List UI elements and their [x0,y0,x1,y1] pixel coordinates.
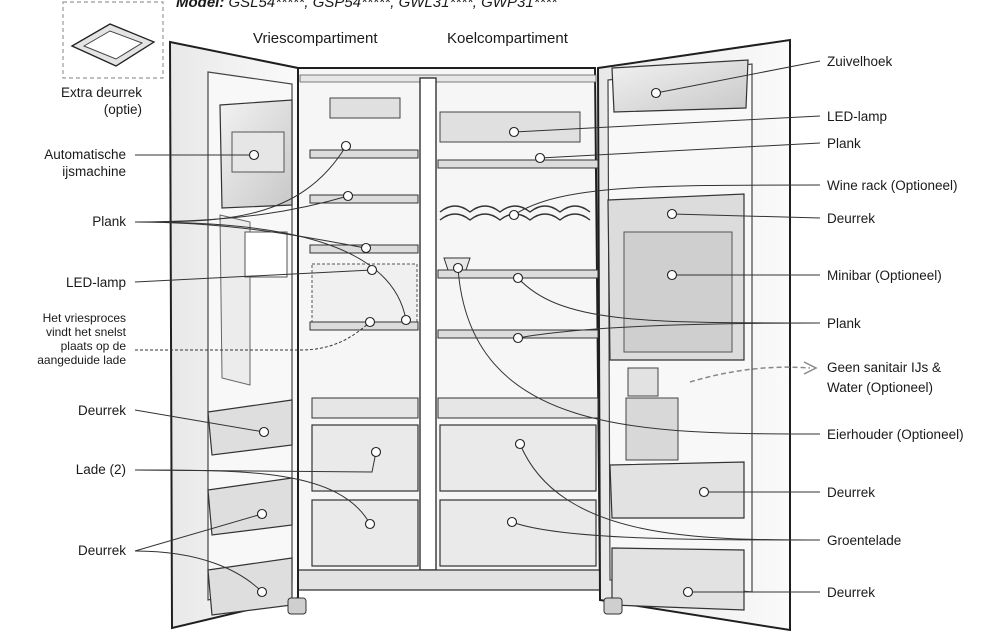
label-extra-door-bin: Extra deurrek (optie) [60,85,142,117]
foot-right [603,597,623,615]
label-fridge-door-bin-1: Deurrek [827,211,876,226]
freezer-shelf-4 [309,321,419,331]
foot-left [287,597,307,615]
left-leader-lines [134,145,407,593]
freezer-door [168,40,299,630]
freezer-drawer-1 [311,424,419,492]
freezer-compartment-title: Vriescompartiment [253,30,378,47]
extra-door-bin-icon [70,23,156,67]
label-no-ice-water: Geen sanitair IJs & Water (Optioneel) [827,360,942,395]
label-fast-freeze: Het vriesproces vindt het snelst plaats … [37,311,126,367]
label-freezer-door-bin-2: Deurrek [77,543,126,558]
center-divider [419,77,437,571]
freezer-door-bin-1 [207,399,293,456]
fridge-glass-shelf [437,397,599,419]
no-ice-water-arrow [689,366,811,383]
label-vegetable-drawer: Groentelade [827,533,902,548]
label-wine-rack: Wine rack (Optioneel) [827,178,958,193]
fridge-interior [437,111,599,567]
label-fridge-led-lamp: LED-lamp [827,109,888,124]
fridge-door-bin-2 [611,547,745,611]
label-freezer-door-bin-1: Deurrek [77,403,126,418]
fast-freeze-drawer [311,263,418,327]
label-fridge-shelf-2: Plank [827,316,861,331]
right-leader-lines [457,60,821,593]
vegetable-drawer-1 [439,424,597,492]
model-value: GSL54*****, GSP54*****, GWL31****, GWP31… [228,0,558,11]
fridge-door [596,38,791,632]
model-key: Model: [176,0,225,11]
freezer-shelf-1 [309,149,419,159]
label-freezer-led-lamp: LED-lamp [65,275,126,290]
callout-dots [248,87,710,598]
label-freezer-shelf: Plank [92,214,126,229]
freezer-interior [309,97,419,567]
fridge-door-bin-1 [609,461,745,519]
freezer-door-bin-2 [207,477,293,536]
label-fridge-shelf-1: Plank [827,136,861,151]
freezer-shelf-2 [309,194,419,204]
dairy-corner [611,59,749,113]
label-drawer: Lade (2) [75,462,126,477]
wine-rack [439,205,591,213]
label-minibar: Minibar (Optioneel) [827,268,942,283]
freezer-drawer-2 [311,499,419,567]
fridge-shelf-1 [437,159,599,169]
label-egg-tray: Eierhouder (Optioneel) [827,427,964,442]
label-fridge-door-bin-3: Deurrek [827,585,876,600]
label-ice-maker: Automatische ijsmachine [44,147,126,179]
freezer-glass-shelf [311,397,419,419]
model-line: Model: GSL54*****, GSP54*****, GWL31****… [176,0,557,11]
label-dairy-corner: Zuivelhoek [827,54,893,69]
fridge-compartment-title: Koelcompartiment [447,30,568,47]
label-fridge-door-bin-2: Deurrek [827,485,876,500]
